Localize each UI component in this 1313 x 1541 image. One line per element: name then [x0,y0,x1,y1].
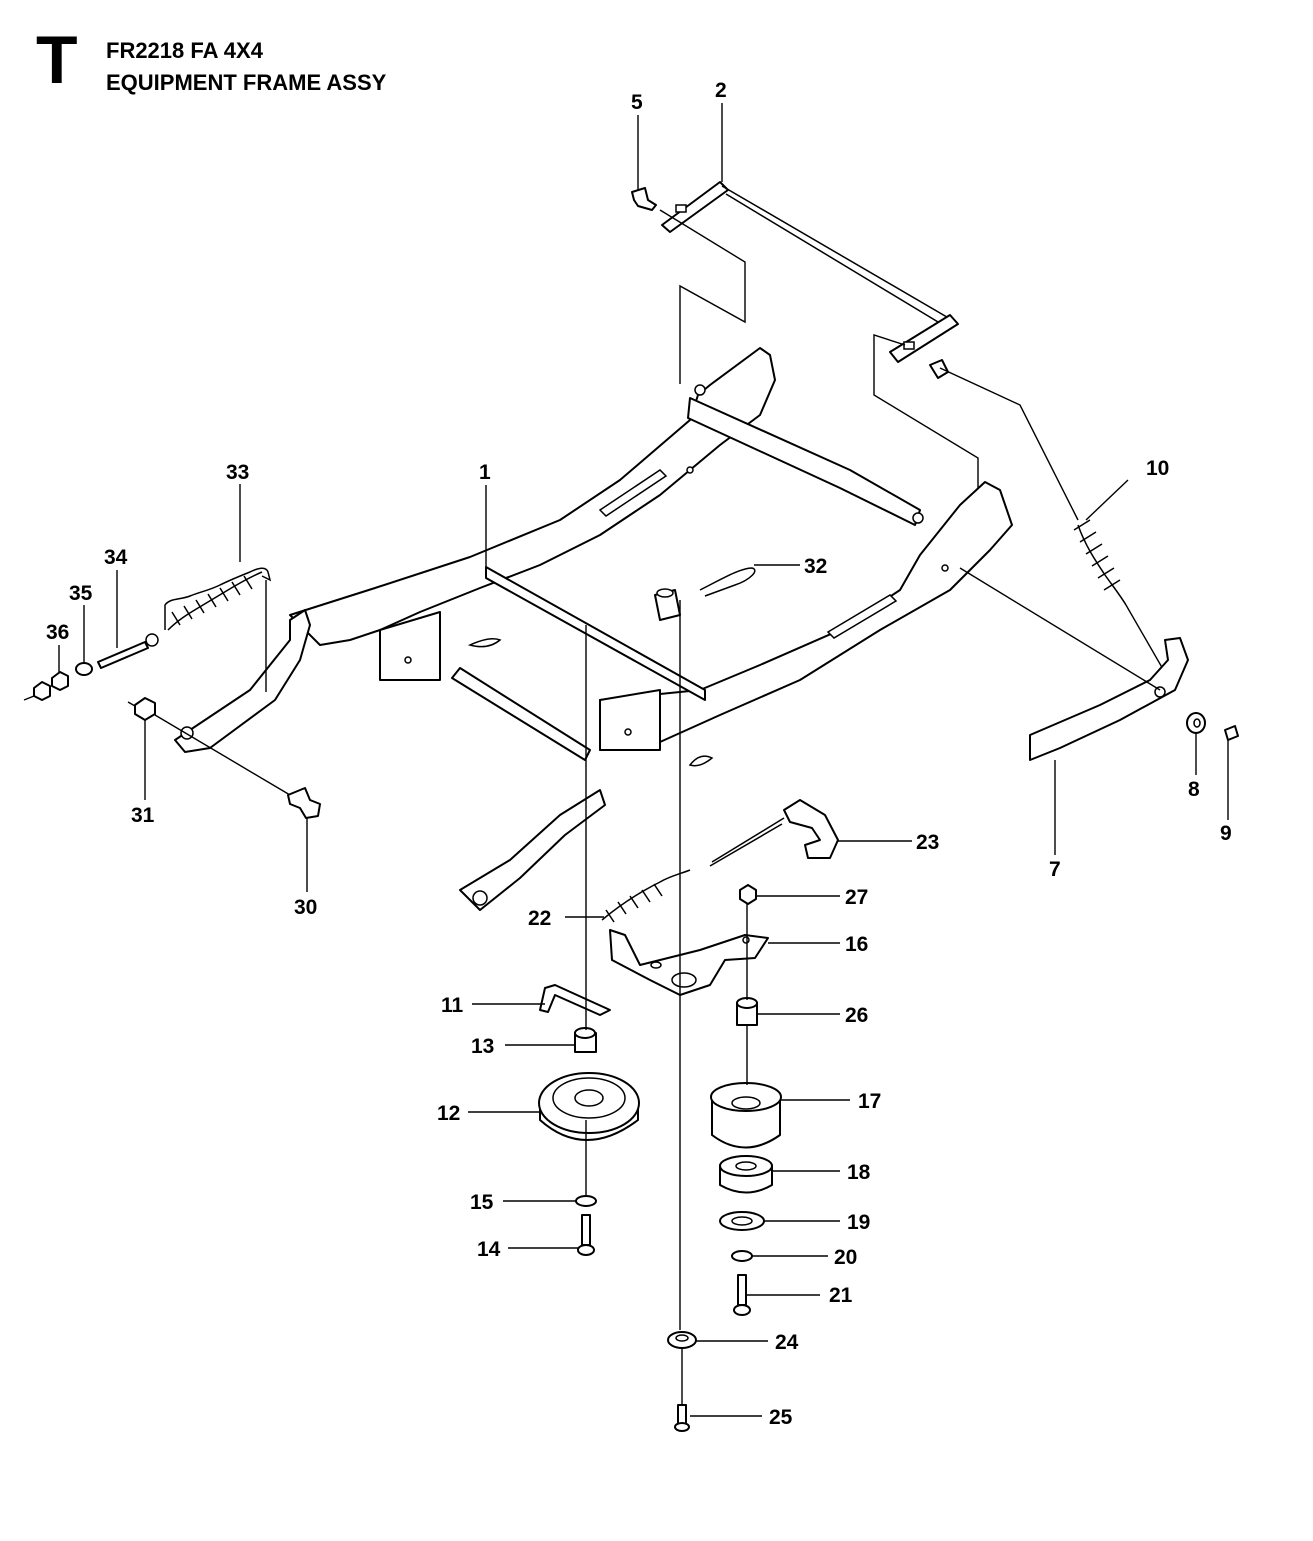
assembly-title: EQUIPMENT FRAME ASSY [106,70,387,95]
callout-32: 32 [804,555,827,578]
lift-bar-part-2 [661,181,959,363]
bolt-part-14 [577,1214,595,1256]
nut-part-31 [134,697,156,721]
washer-part-35 [75,662,93,676]
nut-part-36a [51,671,69,691]
section-letter: T [36,22,78,98]
spring-part-33 [164,567,272,631]
callout-30: 30 [294,896,317,919]
callout-10: 10 [1146,457,1169,480]
equipment-frame-part-1 [174,347,1013,911]
washer-part-15 [575,1195,597,1207]
nut-part-36b [33,681,51,701]
leader-frame-to-lever [959,567,1161,691]
callout-11: 11 [441,994,464,1017]
model-title: FR2218 FA 4X4 [106,38,263,63]
leader-nut-31-in [127,701,136,707]
bolt-part-5 [631,187,657,211]
callout-24: 24 [775,1331,799,1354]
callout-31: 31 [131,804,155,827]
callout-12: 12 [437,1102,460,1125]
leader-bolt-axis [154,714,291,796]
callout-26: 26 [845,1004,868,1027]
cable-part-23 [709,799,839,867]
callout-20: 20 [834,1246,857,1269]
lever-part-7 [1029,637,1189,761]
callout-33: 33 [226,461,249,484]
bolt-lift-bar-right [929,359,949,379]
callout-9: 9 [1220,822,1232,845]
callout-22: 22 [528,907,551,930]
callout-34: 34 [104,546,128,569]
washer-part-24 [667,1331,697,1349]
washer-part-20 [731,1250,753,1262]
callout-16: 16 [845,933,868,956]
callout-15: 15 [470,1191,494,1214]
callout-14: 14 [477,1238,501,1261]
leader-spring-10-top [939,367,1079,521]
spacer-part-26 [736,997,758,1026]
callout-2: 2 [715,79,727,102]
spring-part-10 [1073,519,1127,606]
callout-25: 25 [769,1406,793,1429]
nut-part-27 [739,884,757,905]
callout-8: 8 [1188,778,1200,801]
callout-18: 18 [847,1161,871,1184]
bushing-part-8 [1186,712,1206,734]
bolt-part-9 [1224,725,1239,741]
callout-19: 19 [847,1211,870,1234]
bracket-part-11 [539,984,611,1016]
spring-part-22 [601,869,691,923]
bearing-part-18 [719,1155,773,1194]
leader-adjuster [23,695,35,701]
callout-35: 35 [69,582,93,605]
pulley-part-17 [710,1082,782,1149]
callout-17: 17 [858,1090,881,1113]
leader-lift-bar-left [659,209,746,384]
spacer-part-13 [574,1027,597,1053]
callout-13: 13 [471,1035,494,1058]
bolt-part-30 [287,787,321,819]
callout-1: 1 [479,461,491,484]
callout-36: 36 [46,621,69,644]
diagram-header: T FR2218 FA 4X4 EQUIPMENT FRAME ASSY [0,0,500,110]
callout-7: 7 [1049,858,1061,881]
washer-part-19 [719,1211,765,1231]
callout-labels: 2 5 1 33 34 35 36 31 30 32 10 7 8 9 23 2… [46,79,1232,1429]
pulley-part-12 [538,1072,640,1141]
callout-leaders [58,103,1229,1417]
bolt-part-25 [674,1404,690,1432]
clip-pin-part-32 [654,567,756,621]
idler-arm-part-16 [609,929,769,996]
callout-23: 23 [916,831,939,854]
callout-27: 27 [845,886,868,909]
bolt-part-21 [733,1274,751,1316]
callout-21: 21 [829,1284,853,1307]
eyebolt-part-34 [97,633,159,669]
callout-5: 5 [631,91,643,114]
